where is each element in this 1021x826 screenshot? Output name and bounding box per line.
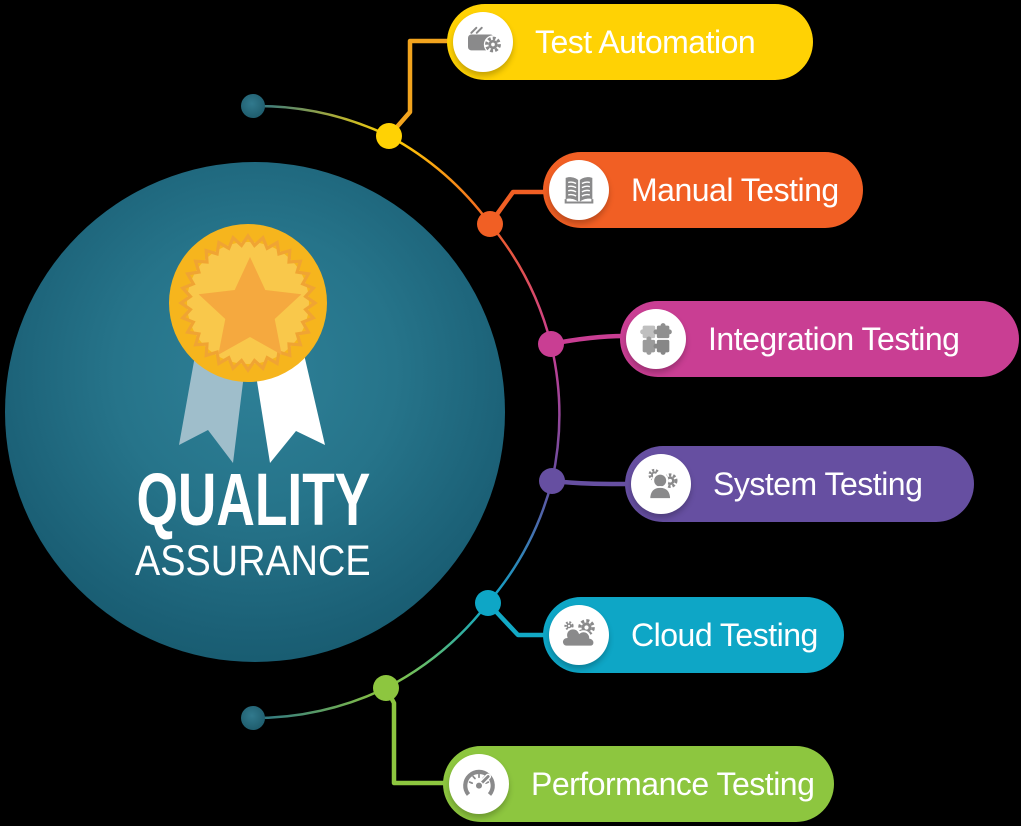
integration-icon-circle — [626, 309, 686, 369]
elbow-test-automation — [386, 38, 453, 139]
center-subtitle-text: ASSURANCE — [135, 537, 371, 585]
node-system-testing — [539, 468, 565, 494]
branch-pill-system-testing[interactable]: System Testing — [625, 446, 974, 522]
automation-laptop-gear-icon — [468, 26, 503, 54]
center-subtitle: ASSURANCE — [83, 539, 423, 583]
connector-arc — [252, 104, 561, 720]
open-book-icon — [564, 177, 594, 204]
gauge-icon — [463, 769, 495, 796]
branch-pill-cloud-testing[interactable]: Cloud Testing — [543, 597, 844, 673]
cloud-icon-circle — [549, 605, 609, 665]
branch-label-test-automation: Test Automation — [535, 23, 756, 60]
elbow-performance-testing — [383, 685, 450, 786]
branch-label-cloud-testing: Cloud Testing — [631, 616, 818, 653]
puzzle-pieces-icon — [640, 323, 672, 355]
node-cloud-testing — [475, 590, 501, 616]
arc-end-dot-top — [241, 94, 265, 118]
manual-icon-circle — [549, 160, 609, 220]
node-test-automation — [376, 123, 402, 149]
branch-label-performance-testing: Performance Testing — [531, 765, 815, 802]
elbow-manual-testing — [487, 189, 550, 227]
connector-nodes — [373, 123, 565, 701]
node-performance-testing — [373, 675, 399, 701]
elbow-cloud-testing — [485, 600, 550, 638]
arc-end-dot-bottom — [241, 706, 265, 730]
automation-icon-circle — [453, 12, 513, 72]
medal-star-icon — [198, 257, 302, 355]
branch-pill-manual-testing[interactable]: Manual Testing — [543, 152, 863, 228]
system-icon-circle — [631, 454, 691, 514]
branch-label-system-testing: System Testing — [713, 465, 923, 502]
performance-icon-circle — [449, 754, 509, 814]
qa-center-circle — [5, 162, 505, 662]
medal-zigzag-ring — [178, 233, 318, 373]
user-gears-icon — [647, 467, 679, 500]
branch-pill-integration-testing[interactable]: Integration Testing — [620, 301, 1019, 377]
branch-pill-performance-testing[interactable]: Performance Testing — [443, 746, 834, 822]
center-title-text: QUALITY — [136, 458, 370, 541]
branch-pill-test-automation[interactable]: Test Automation — [447, 4, 813, 80]
branch-label-manual-testing: Manual Testing — [631, 171, 839, 208]
medal-badge-icon — [169, 224, 327, 382]
cloud-gears-icon — [560, 617, 597, 648]
branch-elbow-connectors — [383, 38, 632, 786]
branch-label-integration-testing: Integration Testing — [708, 320, 960, 357]
node-integration-testing — [538, 331, 564, 357]
node-manual-testing — [477, 211, 503, 237]
center-title: QUALITY — [43, 462, 463, 538]
